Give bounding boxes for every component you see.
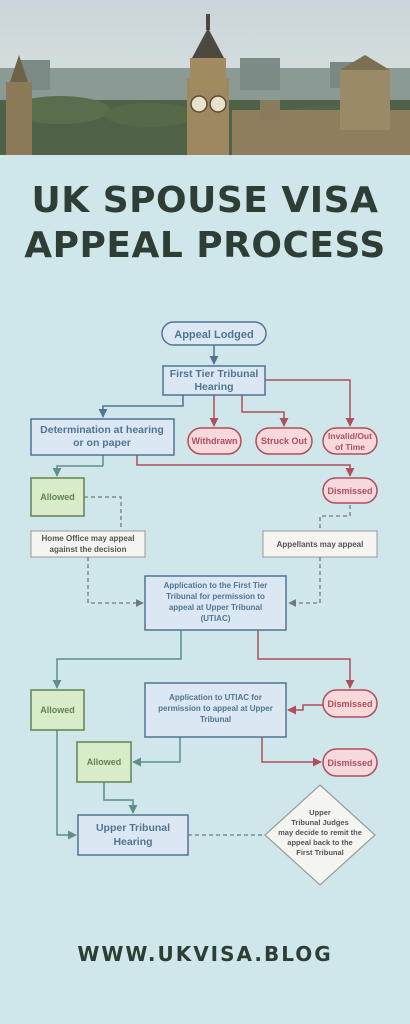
node-withdrawn: Withdrawn: [187, 427, 242, 455]
node-application-utiac-text-2: permission to appeal at Upper: [158, 704, 273, 713]
connector-ftt-to-invalid: [265, 379, 355, 427]
node-dismissed-2: Dismissed: [322, 689, 378, 718]
node-appellants-appeal: Appellants may appeal: [262, 530, 378, 558]
node-dismissed-2-text: Dismissed: [327, 699, 372, 709]
node-application-utiac-text-3: Tribunal: [200, 715, 231, 724]
connector-ftt-to-determination: [98, 395, 184, 418]
node-allowed-2: Allowed: [30, 689, 85, 731]
node-allowed-1: Allowed: [30, 477, 85, 517]
connector-allowed3-to-upperhearing: [103, 782, 138, 814]
node-home-office-text-2: against the decision: [50, 545, 127, 554]
node-appellants-text: Appellants may appeal: [277, 540, 364, 549]
node-application-ftt-text-4: (UTIAC): [201, 614, 231, 623]
node-home-office-text-1: Home Office may appeal: [42, 534, 135, 543]
node-application-ftt-text-1: Application to the First Tier: [164, 581, 268, 590]
node-upper-tribunal-hearing: Upper Tribunal Hearing: [77, 814, 189, 856]
connector-appellants-to-appftt: [288, 557, 321, 607]
connector-apputiac-to-allowed3: [132, 737, 181, 767]
node-withdrawn-text: Withdrawn: [192, 436, 238, 446]
node-first-tier-hearing-text-1: First Tier Tribunal: [170, 368, 259, 380]
node-allowed-2-text: Allowed: [40, 705, 75, 715]
connector-determination-to-allowed-2: [52, 465, 103, 477]
node-remit-text-1: Upper: [309, 808, 331, 817]
node-first-tier-hearing: First Tier Tribunal Hearing: [162, 365, 266, 396]
page-title: UK SPOUSE VISA APPEAL PROCESS: [0, 178, 410, 268]
node-first-tier-hearing-text-2: Hearing: [194, 381, 233, 393]
node-determination-text-2: or on paper: [73, 437, 131, 449]
node-application-utiac-text-1: Application to UTIAC for: [169, 693, 262, 702]
node-remit-text-2: Tribunal Judges: [291, 818, 349, 827]
node-dismissed-3: Dismissed: [322, 748, 378, 777]
node-remit-text-5: First Tribunal: [296, 848, 344, 857]
node-dismissed-1: Dismissed: [322, 477, 378, 504]
node-application-ftt-text-3: appeal at Upper Tribunal: [169, 603, 262, 612]
connector-appftt-to-allowed2: [52, 630, 182, 689]
connector-homeoffice-to-appftt: [87, 557, 144, 607]
connectors: [52, 345, 355, 840]
node-allowed-3-text: Allowed: [87, 757, 122, 767]
node-application-ftt-text-2: Tribunal for permission to: [166, 592, 265, 601]
node-remit-decision: Upper Tribunal Judges may decide to remi…: [264, 784, 376, 886]
node-dismissed-1-text: Dismissed: [327, 486, 372, 496]
connector-allowed-to-homeoffice: [84, 496, 122, 529]
title-line-1: UK SPOUSE VISA: [31, 180, 379, 221]
node-upper-hearing-text-2: Hearing: [113, 836, 152, 848]
node-allowed-3: Allowed: [76, 741, 132, 783]
node-appeal-lodged: Appeal Lodged: [161, 321, 267, 346]
connector-determination-to-dismissed: [136, 455, 355, 477]
connector-dismissed-to-appellants: [319, 505, 351, 529]
node-determination-text-1: Determination at hearing: [40, 424, 164, 436]
node-invalid: Invalid/Out of Time: [322, 427, 378, 455]
connector-apputiac-to-dismissed3: [261, 737, 322, 767]
node-invalid-text-2: of Time: [335, 442, 365, 452]
node-determination: Determination at hearing or on paper: [30, 418, 175, 456]
connector-dismissed2-to-apputiac: [287, 704, 323, 715]
node-struck-out: Struck Out: [255, 427, 313, 455]
node-remit-text-3: may decide to remit the: [278, 828, 362, 837]
node-application-utiac: Application to UTIAC for permission to a…: [144, 682, 287, 738]
node-upper-hearing-text-1: Upper Tribunal: [96, 822, 170, 834]
footer-website[interactable]: WWW.UKVISA.BLOG: [77, 942, 333, 966]
node-appeal-lodged-text: Appeal Lodged: [174, 329, 253, 341]
node-struck-out-text: Struck Out: [261, 436, 307, 446]
node-application-ftt: Application to the First Tier Tribunal f…: [144, 575, 287, 631]
connector-appftt-to-dismissed2: [257, 630, 355, 689]
connector-allowed2-to-upperhearing: [56, 730, 77, 840]
node-invalid-text-1: Invalid/Out: [328, 431, 372, 441]
node-home-office-appeal: Home Office may appeal against the decis…: [30, 530, 146, 558]
node-dismissed-3-text: Dismissed: [327, 758, 372, 768]
connector-ftt-to-struckout: [241, 395, 289, 427]
hero-skyline-image: [0, 0, 410, 155]
node-allowed-1-text: Allowed: [40, 492, 75, 502]
title-line-2: APPEAL PROCESS: [24, 225, 386, 266]
node-remit-text-4: appeal back to the: [287, 838, 352, 847]
